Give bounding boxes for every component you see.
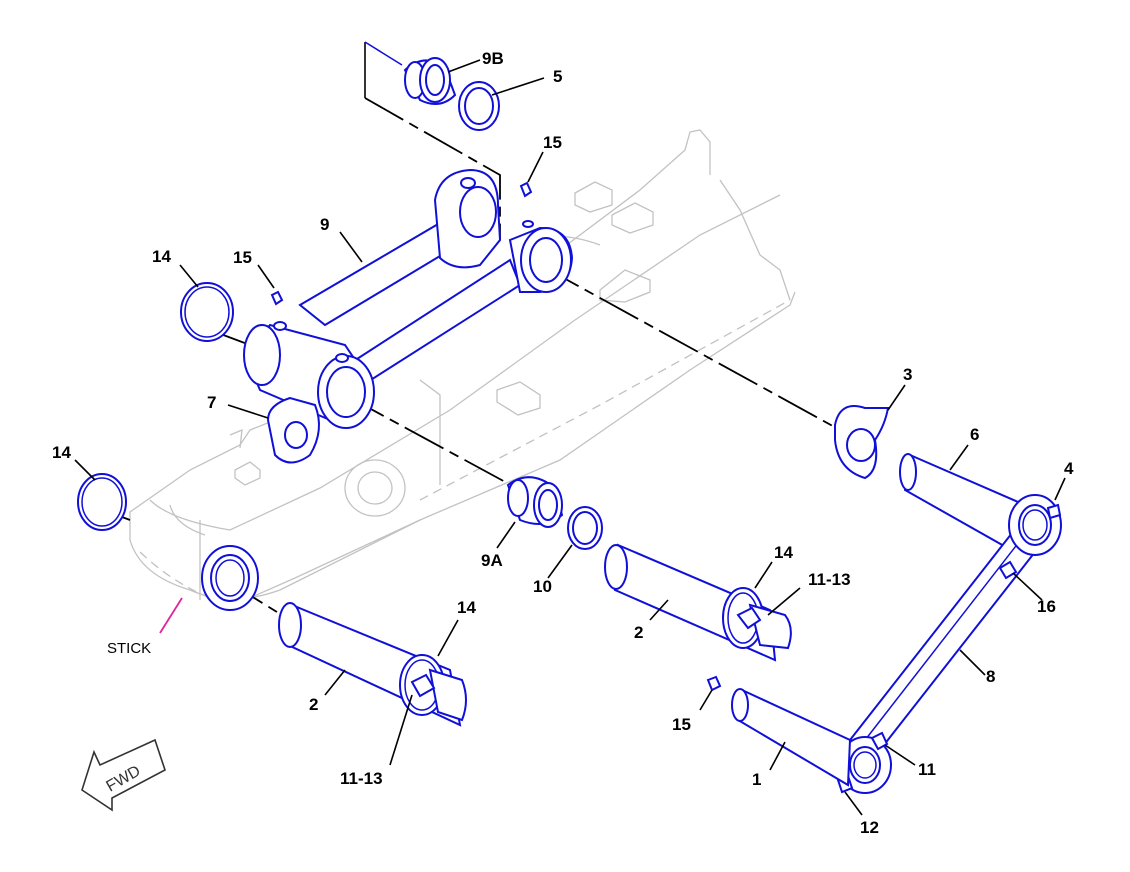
callout-5: 5 bbox=[553, 67, 562, 86]
forward-arrow-icon: FWD bbox=[81, 738, 166, 812]
callout-11-13-upper: 11-13 bbox=[808, 570, 851, 589]
callout-11: 11 bbox=[918, 760, 936, 779]
bushing-9b bbox=[403, 57, 457, 105]
o-ring-14-upper bbox=[180, 282, 234, 342]
rod-8 bbox=[836, 494, 1062, 794]
callout-15-left: 15 bbox=[233, 248, 252, 267]
callout-9: 9 bbox=[320, 215, 329, 234]
callout-labels: 9B 5 15 9 14 15 7 14 3 6 4 9A 10 14 11-1… bbox=[52, 49, 1074, 837]
callout-14-pin2-upper: 14 bbox=[774, 543, 793, 562]
callout-15-top: 15 bbox=[543, 133, 562, 152]
stick-outline bbox=[129, 129, 796, 606]
thrust-washer-3 bbox=[834, 405, 890, 480]
pin-1 bbox=[706, 675, 852, 787]
callout-11-13-lower: 11-13 bbox=[340, 769, 383, 788]
bushing-9a bbox=[506, 476, 564, 528]
stick-pointer-line bbox=[159, 597, 183, 634]
callout-10: 10 bbox=[533, 577, 552, 596]
pin-6 bbox=[899, 453, 1027, 557]
stick-nose-bore bbox=[201, 545, 259, 611]
callout-14-pin2-lower: 14 bbox=[457, 598, 476, 617]
callout-14-left: 14 bbox=[52, 443, 71, 462]
leader-lines bbox=[74, 59, 1066, 816]
callout-14-upper: 14 bbox=[152, 247, 171, 266]
callout-3: 3 bbox=[903, 365, 912, 384]
callout-7: 7 bbox=[207, 393, 216, 412]
callout-6: 6 bbox=[970, 425, 979, 444]
o-ring-14-left bbox=[77, 473, 127, 531]
callout-1: 1 bbox=[752, 770, 761, 789]
stick-label: STICK bbox=[107, 640, 151, 657]
callout-9a: 9A bbox=[481, 551, 503, 570]
callout-2-upper: 2 bbox=[634, 623, 643, 642]
callout-2-lower: 2 bbox=[309, 695, 318, 714]
callout-15-bottom: 15 bbox=[672, 715, 691, 734]
link-assembly-9 bbox=[243, 168, 574, 464]
callout-4: 4 bbox=[1064, 459, 1074, 478]
callout-16: 16 bbox=[1037, 597, 1056, 616]
callout-9b: 9B bbox=[482, 49, 504, 68]
pin-2-lower bbox=[278, 602, 467, 727]
callout-8: 8 bbox=[986, 667, 995, 686]
callout-12: 12 bbox=[860, 818, 879, 837]
seal-10 bbox=[567, 506, 603, 550]
seal-5 bbox=[458, 81, 500, 131]
pin-2-upper bbox=[604, 543, 792, 662]
